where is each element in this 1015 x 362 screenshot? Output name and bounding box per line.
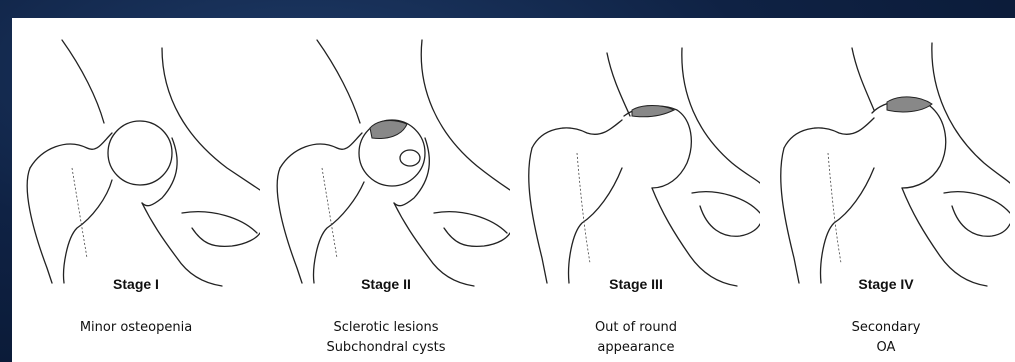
hip-drawing-stage-2 [262, 28, 510, 293]
hip-drawing-stage-4 [762, 28, 1010, 293]
stage-2-description-line-2: Subchondral cysts [262, 338, 510, 358]
stage-2-description: Sclerotic lesions Subchondral cysts [262, 318, 510, 358]
stage-2-description-line-1: Sclerotic lesions [262, 318, 510, 338]
stage-1-title: Stage I [12, 276, 260, 292]
hip-drawing-stage-3 [512, 28, 760, 293]
stage-4-description-line-1: Secondary [762, 318, 1010, 338]
hip-illustration-stage-2 [262, 28, 510, 293]
stage-1-description: Minor osteopenia [12, 318, 260, 338]
stage-4-description-line-2: OA [762, 338, 1010, 358]
stage-3-title: Stage III [512, 276, 760, 292]
stage-2-title: Stage II [262, 276, 510, 292]
hip-illustration-stage-1 [12, 28, 260, 293]
diagram-panel: Stage I Minor osteopenia Stage II [12, 18, 1015, 362]
stage-3-description: Out of round appearance [512, 318, 760, 358]
stage-3-description-line-1: Out of round [512, 318, 760, 338]
hip-drawing-stage-1 [12, 28, 260, 293]
hip-illustration-stage-4 [762, 28, 1010, 293]
hip-illustration-stage-3 [512, 28, 760, 293]
stage-4-title: Stage IV [762, 276, 1010, 292]
stage-1-description-line: Minor osteopenia [12, 318, 260, 338]
stage-3-description-line-2: appearance [512, 338, 760, 358]
stage-4-description: Secondary OA [762, 318, 1010, 358]
